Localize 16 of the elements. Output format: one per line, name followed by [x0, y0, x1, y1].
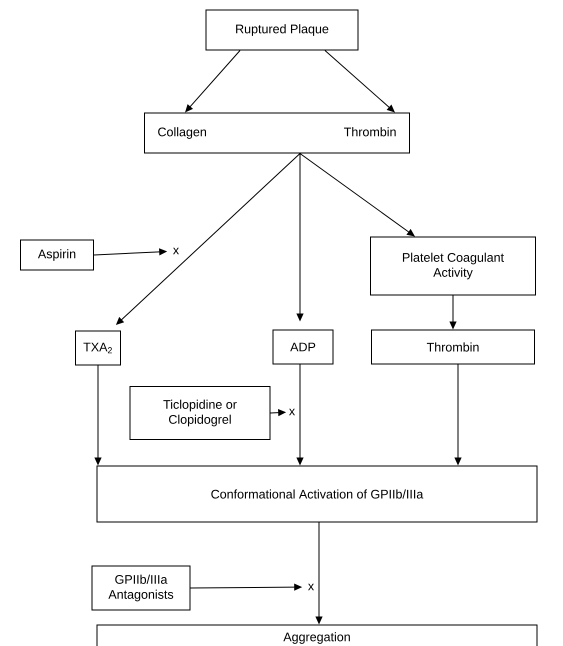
- inhibition-mark: x: [173, 248, 179, 254]
- process-box: Aspirin: [20, 240, 94, 270]
- process-box: Conformational Activation of GPIIb/IIIa: [96, 466, 538, 522]
- process-box: Collagen Thrombin: [144, 112, 410, 154]
- arrow: [324, 50, 395, 112]
- process-box: GPIIb/IIIa Antagonists: [92, 566, 190, 610]
- arrow: [185, 50, 240, 112]
- inhibition-mark: x: [308, 584, 314, 590]
- process-box: Aggregation: [96, 624, 538, 646]
- process-box: Ticlopidine or Clopidogrel: [130, 386, 270, 440]
- process-box: Platelet Coagulant Activity: [370, 236, 536, 296]
- process-box: Thrombin: [371, 330, 535, 364]
- inhibition-mark: x: [289, 408, 295, 416]
- process-box: ADP: [272, 330, 334, 364]
- process-box: Ruptured Plaque: [206, 10, 358, 50]
- process-box: TXA$_{2}$: [75, 330, 121, 366]
